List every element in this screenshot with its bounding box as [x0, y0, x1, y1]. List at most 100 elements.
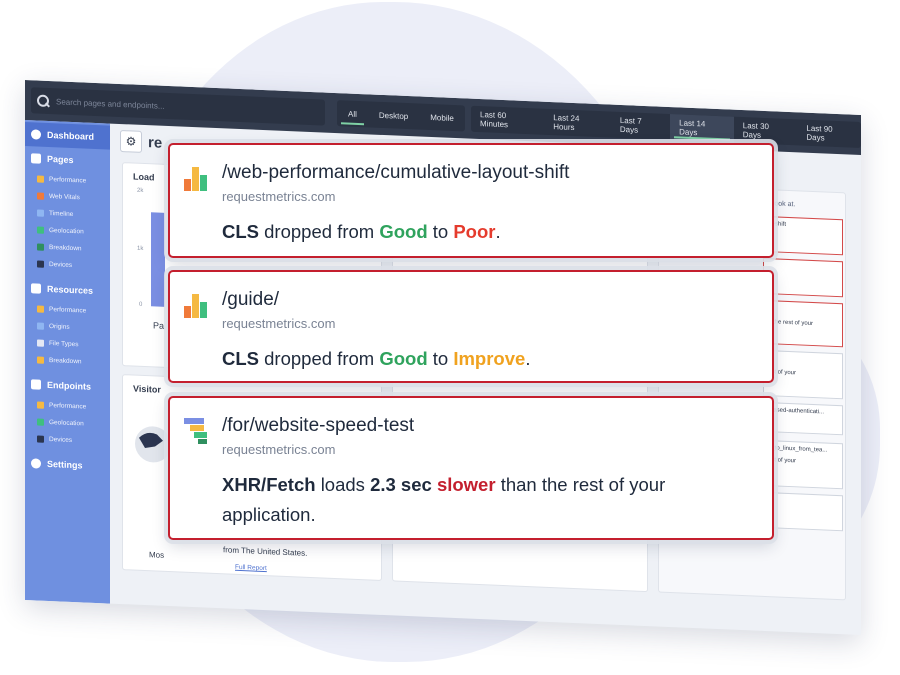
performance-icon [37, 175, 44, 183]
list-item[interactable]: -based-authenticati... [763, 401, 843, 436]
range-last-90-days[interactable]: Last 90 Days [806, 123, 833, 143]
sidebar-item-settings[interactable]: Settings [25, 451, 110, 479]
range-last-60-minutes[interactable]: Last 60 Minutes [480, 110, 509, 130]
sidebar-item-label: Performance [49, 306, 87, 315]
geolocation-icon [37, 226, 44, 234]
alert-path: /guide/ [222, 289, 280, 310]
sidebar-item-label: Breakdown [49, 244, 82, 253]
sidebar-item-label: Endpoints [47, 379, 91, 392]
sidebar-item-label: Geolocation [49, 419, 84, 428]
search-icon [37, 94, 50, 108]
performance-icon [37, 401, 44, 409]
y-tick: 1k [137, 245, 144, 252]
sidebar-item-endpoints-devices[interactable]: Devices [25, 430, 110, 451]
visitors-summary-start: Mos [149, 550, 165, 560]
search-input[interactable] [56, 96, 296, 116]
sidebar-item-label: Dashboard [47, 129, 95, 142]
sidebar-item-label: Devices [49, 261, 73, 269]
alert-direction: slower [436, 474, 496, 495]
y-tick: 0 [139, 301, 143, 308]
alert-text: to [432, 348, 449, 369]
alert-message: CLS dropped from Good to Poor. [222, 217, 742, 247]
dashboard-window: All Desktop Mobile Last 60 Minutes Last … [25, 80, 861, 636]
device-filter-mobile[interactable]: Mobile [430, 112, 454, 123]
list-item[interactable]: n_to_linux_from_tea...est of your [763, 439, 843, 490]
alert-card[interactable]: /web-performance/cumulative-layout-shift… [168, 143, 774, 258]
sidebar-item-resources-breakdown[interactable]: Breakdown [25, 351, 110, 372]
alert-metric: CLS [222, 221, 259, 242]
y-tick: 2k [137, 187, 144, 194]
alert-metric: XHR/Fetch [222, 474, 316, 495]
range-last-7-days[interactable]: Last 7 Days [619, 115, 642, 135]
card-title: Load [133, 171, 155, 183]
range-last-30-days[interactable]: Last 30 Days [742, 121, 769, 140]
devices-icon [37, 435, 44, 443]
alert-text: . [495, 221, 501, 242]
list-item-text: -based-authenticati... [768, 407, 825, 416]
breakdown-icon [37, 243, 44, 251]
alert-card[interactable]: /guide/ requestmetrics.com CLS dropped f… [168, 270, 774, 383]
dashboard-icon [31, 129, 41, 140]
alert-text: loads [320, 474, 365, 495]
devices-icon [37, 260, 44, 268]
geolocation-icon [37, 418, 44, 426]
sidebar-item-endpoints[interactable]: Endpoints [25, 372, 110, 400]
sidebar-item-label: Settings [47, 458, 83, 471]
alert-text: dropped from [264, 221, 375, 242]
range-last-24-hours[interactable]: Last 24 Hours [553, 113, 580, 133]
sidebar-item-label: Devices [49, 436, 73, 444]
gear-icon [31, 458, 41, 469]
card-title: Visitor [133, 383, 161, 395]
sidebar-item-label: File Types [49, 340, 79, 349]
device-filter-desktop[interactable]: Desktop [378, 110, 409, 121]
range-last-14-days[interactable]: Last 14 Days [670, 114, 734, 143]
sidebar-item-label: Performance [49, 402, 87, 411]
alert-domain: requestmetrics.com [222, 442, 336, 457]
alert-amount: 2.3 sec [370, 474, 432, 495]
chart-category-label: Pa [153, 320, 165, 331]
timeline-icon [184, 418, 207, 444]
endpoints-icon [31, 379, 41, 390]
sidebar-item-dashboard[interactable]: Dashboard [25, 122, 110, 150]
sidebar-item-pages-devices[interactable]: Devices [25, 255, 110, 276]
list-item[interactable]: est of your [763, 349, 843, 400]
list-item[interactable] [763, 257, 843, 298]
alert-message: CLS dropped from Good to Improve. [222, 344, 742, 374]
origins-icon [37, 322, 44, 330]
device-filter-all[interactable]: All [337, 100, 368, 127]
list-item[interactable]: ut-shift [763, 215, 843, 256]
settings-button[interactable]: ⚙ [120, 129, 142, 153]
list-item-text: n_to_linux_from_tea... [768, 445, 828, 454]
web-vitals-icon [37, 192, 44, 200]
visitors-summary-end: from The United States. [223, 545, 308, 558]
alert-card[interactable]: /for/website-speed-test requestmetrics.c… [168, 396, 774, 540]
alert-text: than the rest of your application. [222, 474, 666, 525]
alert-domain: requestmetrics.com [222, 189, 336, 204]
alert-message: XHR/Fetch loads 2.3 sec slower than the … [222, 470, 742, 530]
list-item-text: n the rest of your [768, 319, 814, 328]
alert-from-status: Good [379, 221, 428, 242]
search-box[interactable] [31, 87, 325, 126]
sidebar-item-resources[interactable]: Resources [25, 276, 110, 304]
list-item[interactable]: n the rest of your [763, 299, 843, 348]
alert-path: /for/website-speed-test [222, 415, 415, 436]
pages-icon [31, 153, 41, 164]
sidebar-item-label: Performance [49, 176, 87, 185]
sidebar-item-label: Geolocation [49, 227, 84, 236]
visitors-card: Visitor Mos from The United States. Full… [122, 374, 382, 581]
alert-metric: CLS [222, 348, 259, 369]
sidebar-item-label: Resources [47, 283, 94, 296]
alert-text: . [525, 348, 531, 369]
full-report-link[interactable]: Full Report [235, 563, 267, 573]
device-filter: All Desktop Mobile [337, 100, 465, 132]
page-title: re [148, 133, 163, 152]
page-header: ⚙ re [120, 129, 163, 154]
list-item-text: est of your [768, 369, 797, 377]
list-item[interactable] [763, 491, 843, 532]
alert-domain: requestmetrics.com [222, 316, 336, 331]
resources-icon [31, 283, 41, 294]
alert-text: dropped from [264, 348, 375, 369]
sidebar-item-pages[interactable]: Pages [25, 146, 110, 174]
sidebar-item-label: Timeline [49, 210, 74, 219]
